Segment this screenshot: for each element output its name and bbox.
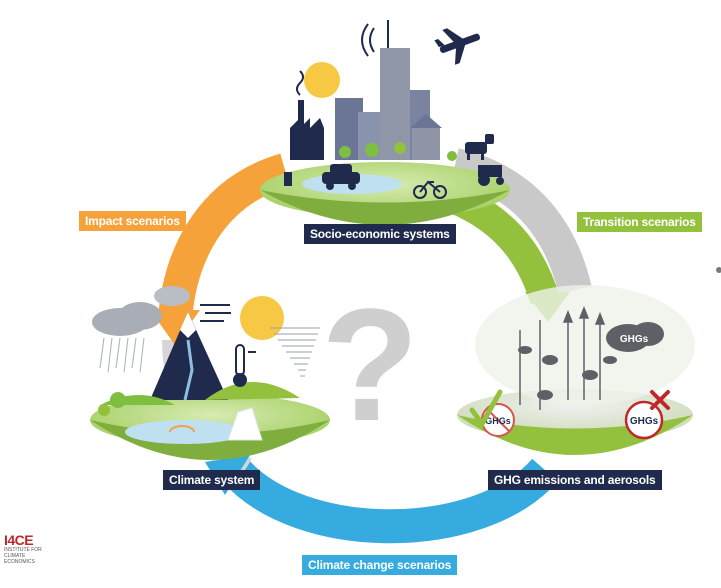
label-transition-scenarios: Transition scenarios [577,212,702,232]
label-ghg-emissions: GHG emissions and aerosols [488,470,662,490]
question-mark: ? [321,275,419,454]
i4ce-logo: I4CE INSTITUTE FOR CLIMATE ECONOMICS [4,533,42,577]
tractor-icon [478,165,504,186]
bicycle-icon [413,180,447,199]
logo-line2: CLIMATE [4,553,26,559]
ghg-cloud-label: GHGs [620,334,649,345]
ghg-circle-badge: GHGs [624,400,664,440]
smoke-icon [296,70,304,96]
label-climate-system: Climate system [163,470,261,490]
rain-cloud-icon [92,286,190,373]
cross-icon [650,390,670,410]
ghg-crossed-label: GHGs [485,416,511,426]
cow-icon [465,134,494,160]
sun-icon-left [240,296,284,340]
logo-mark: I4CE [4,532,34,548]
thermometer-icon [233,344,256,387]
buildings-icon [335,20,442,160]
climate-system-island [90,286,330,460]
ghg-cloud-icon: GHGs [606,322,664,352]
arc-climate-change [222,458,558,544]
logo-line3: ECONOMICS [4,559,35,565]
fuel-pump-icon [284,172,292,186]
logo-line1: INSTITUTE FOR [4,547,42,553]
sun-icon [304,62,340,98]
signal-icon [361,23,375,57]
socio-economic-island [260,20,510,225]
airplane-icon [434,28,480,65]
storm-lines-icon [270,327,320,377]
edge-dot [716,267,721,273]
ghg-circle-label: GHGs [630,416,659,427]
ghg-island: GHGs GHGs GHGs [457,285,695,455]
label-climate-change-scenarios: Climate change scenarios [302,555,458,575]
car-icon [322,164,360,190]
iceberg-icon [227,407,263,441]
check-icon [469,389,503,429]
label-impact-scenarios: Impact scenarios [79,211,186,231]
factory-icon [290,100,324,160]
wind-icon [200,304,231,322]
label-socio-economic-systems: Socio-economic systems [304,224,456,244]
